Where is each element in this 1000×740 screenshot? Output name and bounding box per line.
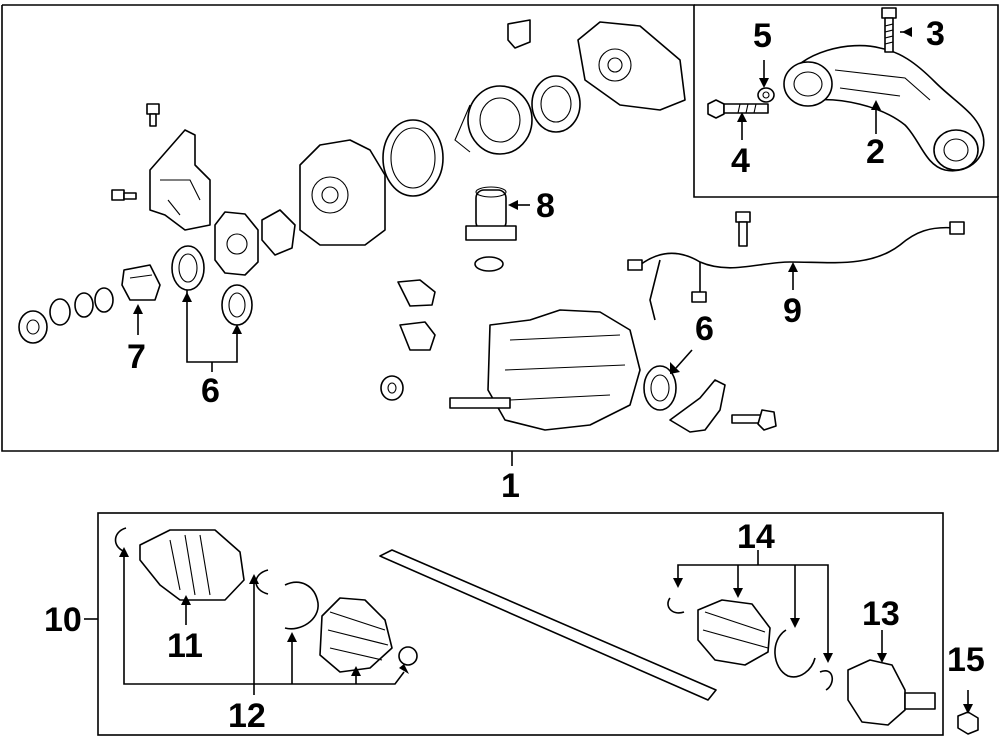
bolt-right-part [731,409,777,431]
differential-case-part [449,309,641,431]
wiring-harness-part [627,221,965,321]
shift-fork-part [669,379,726,433]
washer-stack-part [18,287,114,344]
callout-9: 9 [783,292,802,330]
callout-7: 7 [127,338,146,376]
bolt-4-part [707,99,769,119]
outer-boot-part [697,599,771,666]
callout-14: 14 [737,518,775,556]
housing-ring-part [382,119,444,197]
callout-10: 10 [44,601,82,639]
end-cover-part [577,21,686,111]
harness-bolt-part [735,211,751,247]
callout-labels: 1 2 3 4 5 6 6 7 8 9 10 11 12 13 14 15 [44,15,985,735]
sensor-lower-part [399,321,436,351]
mount-bracket-part [783,44,985,172]
callout-11: 11 [167,627,203,665]
callout-13: 13 [862,595,900,633]
snap-ring-right-part [819,670,833,691]
washer-5-part [757,87,775,103]
callout-4: 4 [731,142,750,180]
inner-boot-part [319,597,393,673]
sensor-top-part [507,19,531,49]
callout-6-left: 6 [201,372,220,410]
callout-5: 5 [753,17,772,55]
o-ring-part [474,256,504,272]
bushing-part [380,375,404,401]
bolt-3-part [881,7,897,53]
pump-motor-part [465,186,517,241]
boot-clamp-small-part [398,646,418,666]
callout-12: 12 [228,697,266,735]
callout-15: 15 [947,641,985,679]
oil-seal-6b-part [643,365,677,411]
differential-assembly-frame [1,4,999,452]
band-clip-left-part [667,597,685,614]
knuckle-bracket-part [149,129,211,231]
small-bolt-mid-part [111,189,137,201]
callout-8: 8 [536,187,555,225]
solenoid-part [397,279,436,307]
callout-1: 1 [501,467,520,505]
callout-2: 2 [866,133,885,171]
small-bolt-upper-part [146,103,160,127]
transfer-housing-part [299,139,386,246]
cover-7-part [121,264,161,301]
callout-3: 3 [926,15,945,53]
outer-cv-joint-part [847,659,936,726]
leader-lines [84,27,973,714]
axle-shaft-part [379,549,717,701]
clutch-drum-part [454,85,533,155]
boot-band-right-part [774,629,816,678]
gear-part [214,211,259,276]
oil-seal-left-part [171,245,205,291]
callout-6-right: 6 [695,310,714,348]
driveshaft-assembly-frame [97,512,944,736]
axle-nut-part [957,711,979,735]
oil-seal-6-part [221,284,253,326]
boot-band-left-part [284,581,319,630]
gasket-part [261,209,296,256]
inner-cv-joint-part [139,529,245,601]
bearing-ring-part [531,75,581,133]
